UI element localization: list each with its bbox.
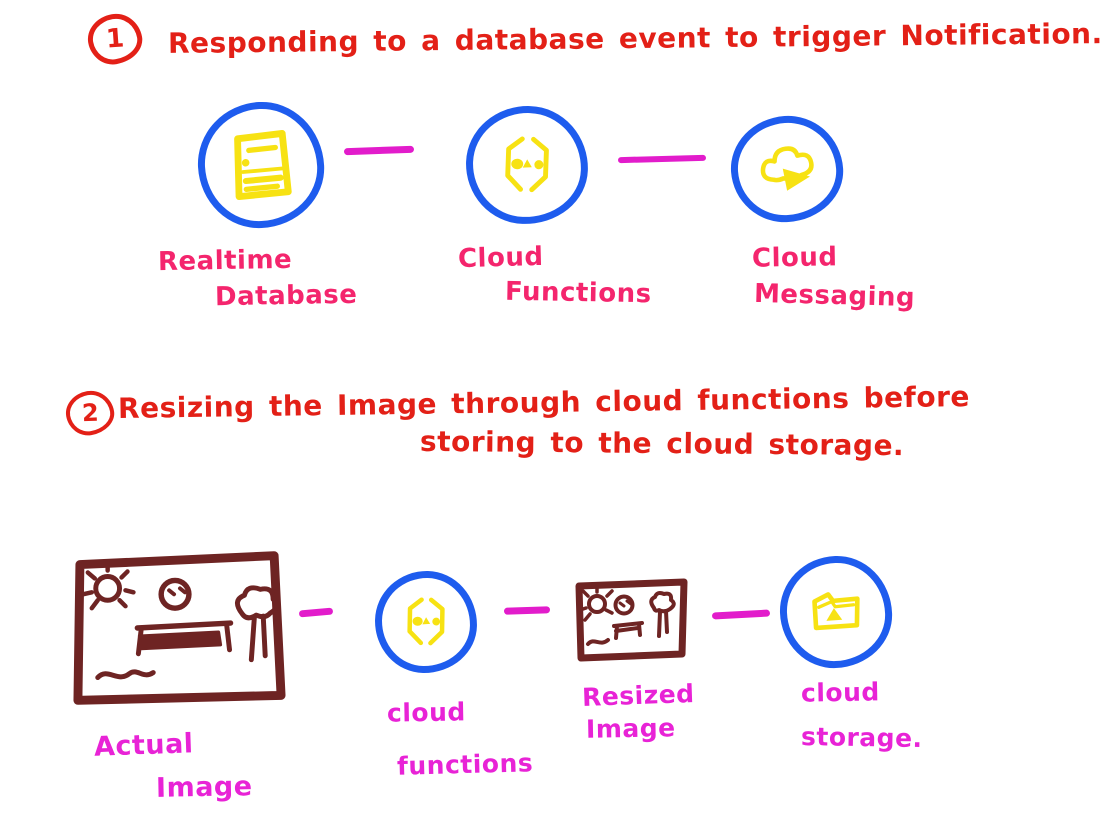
cloud-functions-icon (395, 590, 456, 653)
resized-image-sketch (572, 574, 692, 664)
flow1-connector-1 (343, 145, 415, 155)
flow2-label-cloud-2: cloud (800, 677, 881, 708)
cloud-messaging-icon (748, 132, 827, 207)
flow2-label-storage: storage. (800, 721, 923, 754)
flow2-label-actual-image: Image (155, 771, 253, 804)
flow1-label-cloud: Cloud (457, 241, 544, 275)
flow1-number-badge: 1 (84, 9, 146, 69)
flow2-number-badge: 2 (62, 387, 118, 439)
cloud-functions-icon (491, 128, 563, 202)
flow1-label-messaging: Messaging (753, 278, 916, 314)
realtime-database-icon (221, 123, 301, 207)
flow1-label-database: Database (214, 279, 358, 313)
cloud-storage-icon (801, 578, 871, 646)
flow2-connector-3 (711, 609, 771, 620)
flow2-label-cloud: cloud (386, 697, 467, 728)
flow1-node-cloud-messaging (727, 112, 847, 226)
flow1-label-realtime: Realtime (157, 244, 293, 278)
flow2-heading-line2: storing to the cloud storage. (419, 424, 905, 463)
flow2-label-resized: Resized (581, 679, 696, 712)
flow1-number: 1 (104, 23, 126, 55)
flow2-number: 2 (81, 398, 99, 428)
flow1-node-cloud-functions (463, 103, 591, 227)
actual-image-sketch (70, 548, 288, 708)
flow1-heading: Responding to a database event to trigge… (167, 17, 1100, 60)
flow2-label-actual: Actual (93, 728, 195, 763)
flow2-heading-line1: Resizing the Image through cloud functio… (117, 380, 971, 425)
flow1-connector-2 (617, 154, 707, 164)
flow1-label-cloud-2: Cloud (751, 242, 838, 274)
flow1-label-functions: Functions (504, 276, 652, 310)
flow1-node-realtime-database (194, 98, 328, 232)
flow2-connector-2 (503, 606, 551, 615)
flow2-label-resized-image: Image (585, 713, 676, 744)
flow2-connector-1 (298, 607, 334, 618)
flow2-node-cloud-functions (374, 570, 478, 674)
flow2-node-cloud-storage (778, 554, 894, 670)
flow2-label-functions: functions (396, 748, 534, 781)
